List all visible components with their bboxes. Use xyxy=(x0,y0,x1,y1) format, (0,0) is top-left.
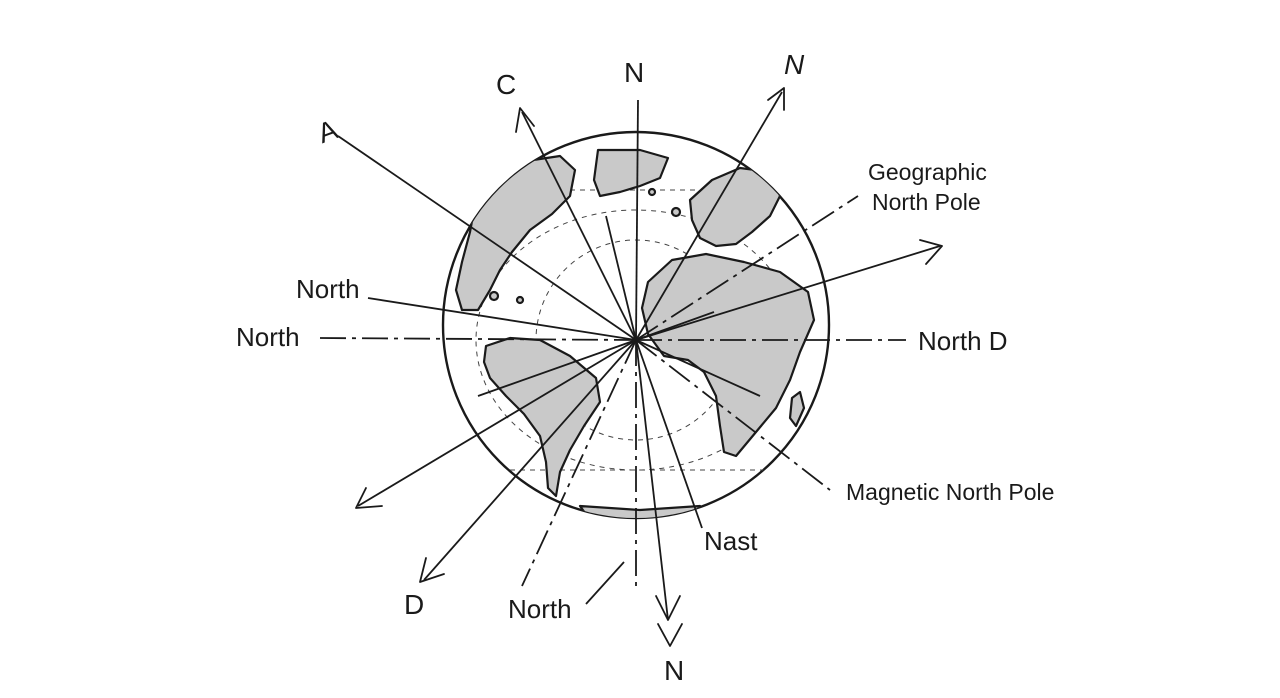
greenland xyxy=(592,148,670,198)
ray-n-top xyxy=(635,99,639,341)
label-geographic-north-pole-line1: Geographic xyxy=(868,159,987,185)
arrowhead-right xyxy=(919,239,943,265)
label-nast: Nast xyxy=(704,526,758,556)
arrowhead-n-top-right xyxy=(767,87,785,111)
arrowhead-c xyxy=(515,107,535,133)
arrowhead-lower-left xyxy=(355,487,383,509)
ray-north-left-upper xyxy=(367,297,637,341)
label-d: D xyxy=(404,589,424,620)
arrowhead-n-bottom-1 xyxy=(655,595,681,621)
ray-inner-2 xyxy=(635,311,715,341)
continents xyxy=(454,148,816,518)
ray-a xyxy=(337,135,637,341)
label-north-d: North D xyxy=(918,326,1008,356)
label-magnetic-north-pole: Magnetic North Pole xyxy=(846,479,1054,505)
leader-geographic-north-pole xyxy=(635,195,859,341)
arrowhead-d xyxy=(419,557,445,583)
leader-nast xyxy=(635,339,703,529)
ray-right-arrow xyxy=(635,245,941,341)
label-geographic-north-pole-line2: North Pole xyxy=(872,189,981,215)
ray-inner-1 xyxy=(477,339,637,397)
label-c: C xyxy=(496,69,516,100)
ray-inner-3 xyxy=(605,215,637,341)
label-a: A xyxy=(314,114,342,150)
ray-c xyxy=(521,111,637,341)
antarctica-edge xyxy=(578,504,702,518)
island xyxy=(670,206,682,218)
leader-north-bottom xyxy=(585,561,625,605)
direction-rays xyxy=(319,87,943,647)
arrowhead-n-bottom-2 xyxy=(657,623,683,647)
ray-n-bottom xyxy=(635,339,669,621)
label-north-left-upper: North xyxy=(296,274,360,304)
ray-north-left xyxy=(319,337,637,341)
ray-lower-left-arrow xyxy=(357,339,637,507)
ray-inner-4 xyxy=(635,339,761,397)
island xyxy=(515,295,525,305)
ray-d xyxy=(423,339,637,581)
island xyxy=(488,290,500,302)
label-north-left: North xyxy=(236,322,300,352)
island xyxy=(647,187,657,197)
label-n-bottom: N xyxy=(664,655,684,686)
south-america xyxy=(482,336,602,498)
madagascar xyxy=(788,390,806,428)
labels: N C A N Geographic North Pole North Nort… xyxy=(236,49,1054,686)
label-n-top: N xyxy=(624,57,644,88)
ray-n-top-right xyxy=(635,91,783,341)
label-n-top-right: N xyxy=(784,49,805,80)
label-north-bottom: North xyxy=(508,594,572,624)
ray-north-bottom xyxy=(521,339,637,587)
